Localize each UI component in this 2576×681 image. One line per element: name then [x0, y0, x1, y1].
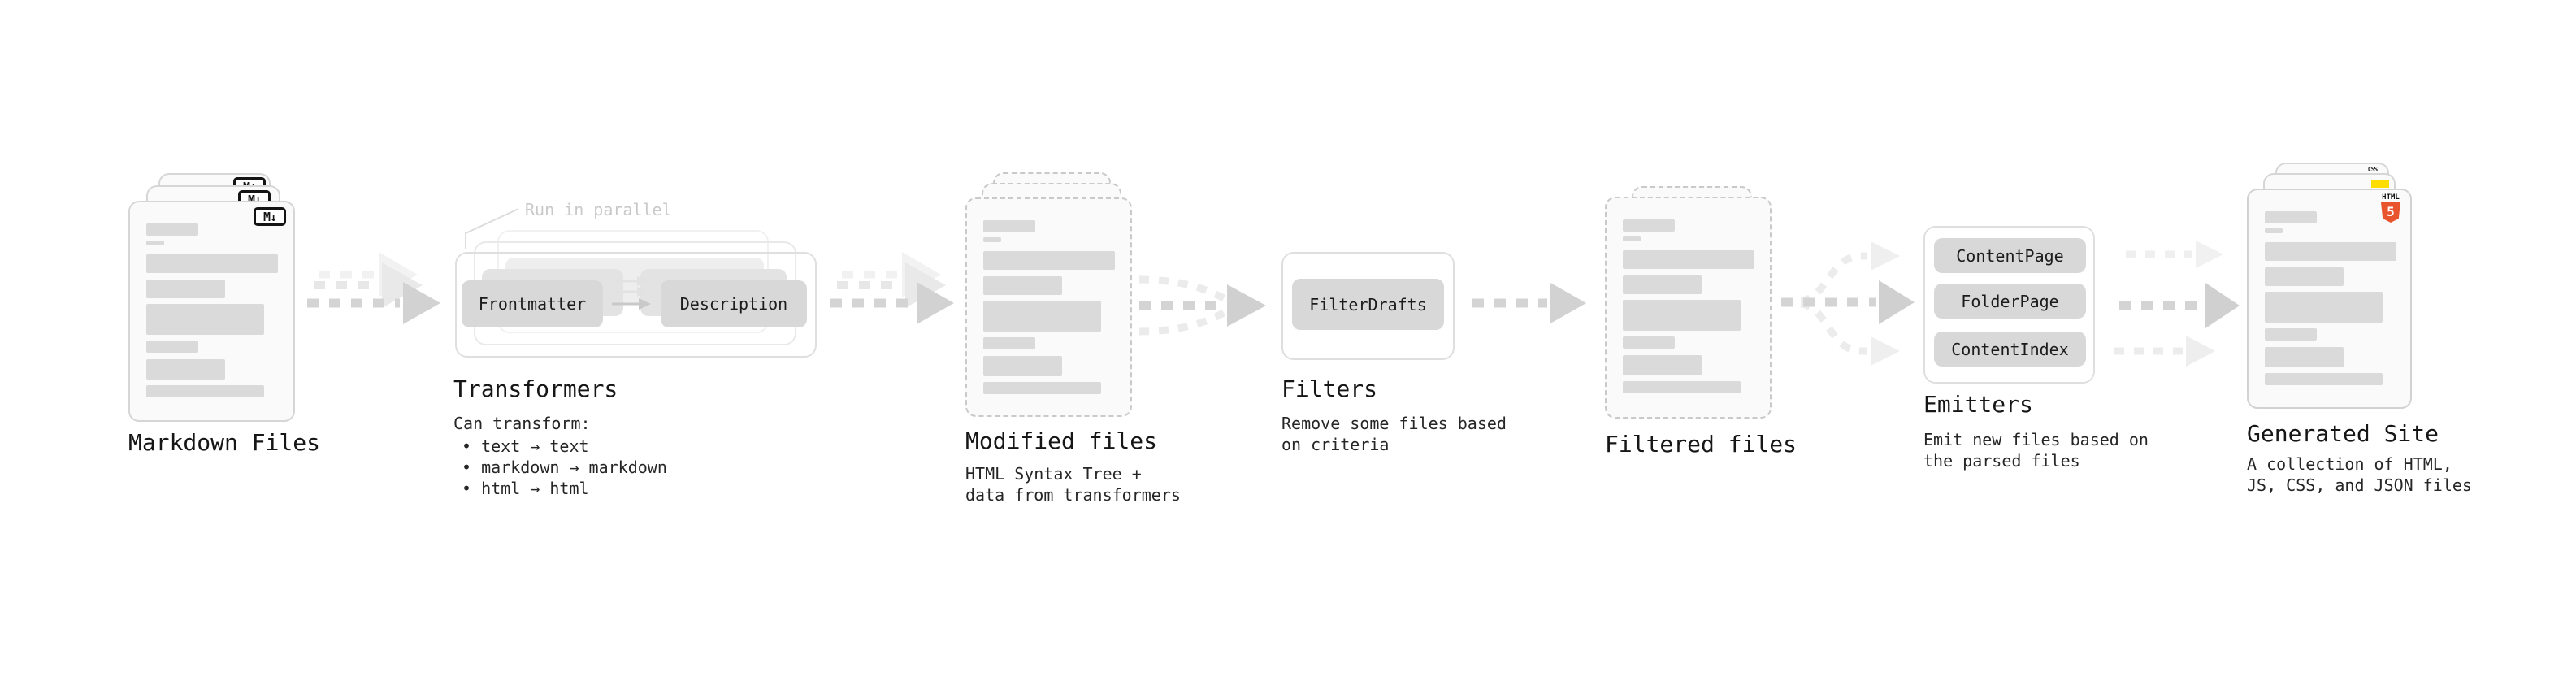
- modified-file-card-front: [965, 197, 1132, 417]
- filtered-file-card-front: [1605, 197, 1772, 419]
- stage-title-modified-files: Modified files: [965, 427, 1158, 454]
- text-bar: [146, 385, 264, 397]
- run-in-parallel-note: Run in parallel: [525, 200, 672, 219]
- filters-caption: Remove some files based on criteria: [1281, 414, 1507, 454]
- text-bar: [146, 340, 198, 353]
- transformers-caption: Can transform:: [453, 414, 591, 433]
- text-bar: [146, 359, 225, 380]
- arrow-transformers-to-modified: [830, 252, 954, 324]
- text-bar: [2265, 328, 2317, 340]
- placeholder-text-bars: [1607, 198, 1770, 393]
- emitter-node-contentpage: ContentPage: [1934, 238, 2086, 273]
- arrow-markdown-to-transformers: [307, 252, 440, 324]
- text-bar: [146, 223, 198, 236]
- text-bar: [2265, 373, 2383, 385]
- transformers-bullet: • text → text: [462, 436, 589, 456]
- transformer-node-frontmatter: Frontmatter: [462, 280, 603, 327]
- emitter-node-contentindex: ContentIndex: [1934, 332, 2086, 367]
- html5-icon: HTML 5: [2381, 194, 2400, 223]
- text-bar: [1623, 219, 1675, 232]
- emitters-caption: Emit new files based on the parsed files: [1923, 430, 2149, 471]
- placeholder-text-bars: [2249, 190, 2410, 385]
- text-bar: [983, 251, 1115, 270]
- stage-title-filters: Filters: [1281, 375, 1378, 402]
- text-bar: [2265, 228, 2283, 233]
- text-bar: [2265, 347, 2344, 367]
- text-bar: [1623, 275, 1702, 294]
- text-bar: [2265, 292, 2383, 323]
- stage-title-generated-site: Generated Site: [2247, 420, 2439, 447]
- text-bar: [146, 280, 225, 298]
- generated-site-caption: A collection of HTML, JS, CSS, and JSON …: [2247, 454, 2472, 495]
- text-bar: [1623, 250, 1754, 269]
- modified-files-caption: HTML Syntax Tree + data from transformer…: [965, 464, 1181, 505]
- stage-title-transformers: Transformers: [453, 375, 618, 402]
- text-bar: [1623, 355, 1702, 375]
- arrow-filters-to-filtered: [1472, 283, 1586, 323]
- text-bar: [983, 220, 1035, 232]
- emitter-node-folderpage: FolderPage: [1934, 284, 2086, 319]
- text-bar: [146, 304, 264, 335]
- text-bar: [2265, 267, 2344, 286]
- text-bar: [1623, 336, 1675, 349]
- text-bar: [983, 301, 1101, 332]
- arrow-emitters-to-generated: [2114, 241, 2240, 367]
- generated-file-card-front: HTML 5: [2247, 189, 2412, 409]
- text-bar: [983, 337, 1035, 349]
- filter-node-filterdrafts: FilterDrafts: [1292, 279, 1444, 330]
- text-bar: [983, 356, 1062, 376]
- text-bar: [1623, 236, 1641, 241]
- transformers-bullet: • markdown → markdown: [462, 458, 667, 477]
- markdown-icon: M↓: [254, 207, 286, 226]
- text-bar: [146, 254, 278, 273]
- text-bar: [1623, 300, 1741, 331]
- javascript-icon: [2371, 180, 2389, 188]
- stage-title-filtered-files: Filtered files: [1605, 431, 1798, 458]
- text-bar: [1623, 381, 1741, 393]
- text-bar: [146, 241, 164, 245]
- transformer-frame-front: [455, 252, 817, 358]
- stage-title-markdown-files: Markdown Files: [128, 429, 321, 456]
- placeholder-text-bars: [130, 202, 293, 397]
- text-bar: [2265, 211, 2317, 223]
- stage-title-emitters: Emitters: [1923, 391, 2033, 418]
- text-bar: [983, 382, 1101, 394]
- text-bar: [2265, 242, 2396, 261]
- arrow-filtered-to-emitters: [1781, 241, 1915, 366]
- transformer-node-description: Description: [661, 280, 807, 327]
- text-bar: [983, 237, 1001, 242]
- markdown-file-card-front: M↓: [128, 201, 295, 422]
- text-bar: [983, 276, 1062, 295]
- placeholder-text-bars: [967, 199, 1130, 394]
- arrow-modified-to-filters: [1138, 275, 1266, 336]
- transformers-bullet: • html → html: [462, 479, 589, 498]
